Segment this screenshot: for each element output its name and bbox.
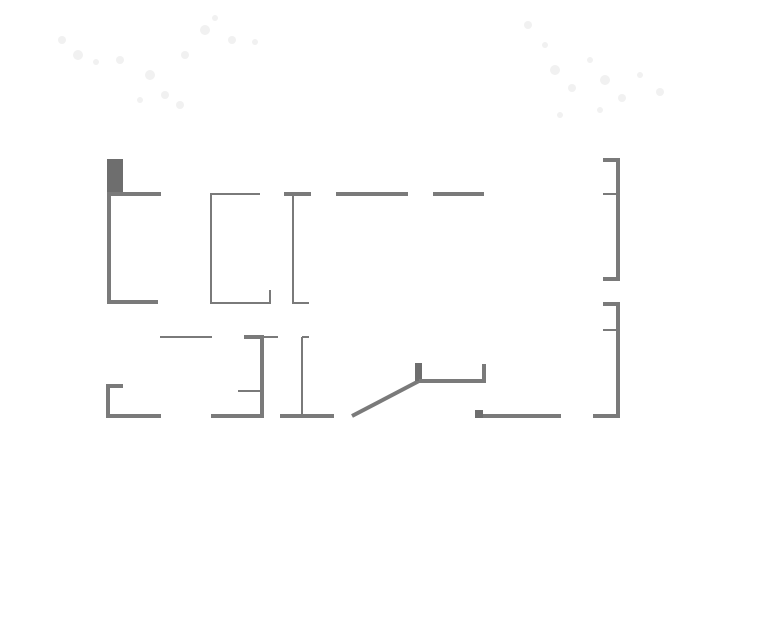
wall-partition-vertical <box>292 196 309 304</box>
column-small <box>415 363 422 381</box>
wall-mid-right-room <box>419 364 486 383</box>
column-base-stub <box>475 410 483 418</box>
column-block <box>107 159 123 195</box>
wall-small-room <box>210 193 271 304</box>
wall-angled <box>351 379 420 418</box>
wall-lower-left <box>106 384 161 418</box>
wall-top-left-room <box>107 192 161 304</box>
wall-lower-mid-room <box>211 335 264 418</box>
scan-noise-left <box>58 15 258 109</box>
wall-lower-partition <box>301 336 309 416</box>
scan-noise-right <box>524 21 664 118</box>
wall-right-lower <box>593 302 620 418</box>
wall-right-upper <box>603 158 620 281</box>
